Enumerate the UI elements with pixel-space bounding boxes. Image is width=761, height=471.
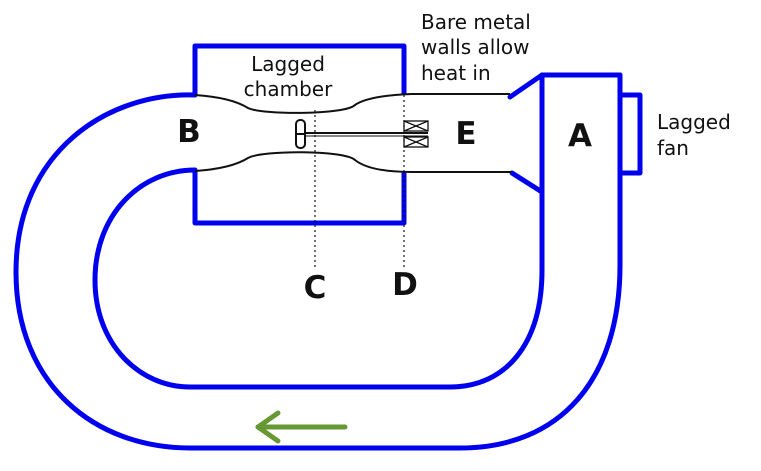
inner-return-duct [92, 72, 545, 390]
label-bare-walls-line1: Bare metal [421, 10, 531, 34]
flow-arrow-icon [255, 410, 348, 444]
lagged-fan-box [620, 92, 643, 176]
label-lagged-fan-line2: fan [657, 136, 689, 160]
mesh-screen-icon [403, 120, 429, 148]
label-e: E [455, 116, 476, 152]
outer-return-duct [13, 72, 623, 451]
fan-housing-top [507, 72, 623, 100]
label-bare-walls-line2: walls allow [421, 35, 529, 59]
label-a: A [568, 118, 592, 154]
label-lagged-fan-line1: Lagged [657, 110, 731, 134]
lagged-chamber-bottom [192, 170, 407, 226]
label-c: C [304, 270, 327, 306]
diffuser-lower-wall [509, 170, 545, 195]
label-b: B [177, 114, 201, 150]
label-d: D [392, 267, 418, 303]
lagged-chamber-top [192, 43, 407, 95]
label-lagged-chamber-line1: Lagged [251, 52, 325, 76]
contraction-upper-wall [194, 93, 510, 114]
contraction-lower-wall [194, 151, 512, 173]
label-lagged-chamber-line2: chamber [244, 77, 333, 101]
label-bare-walls-line3: heat in [421, 61, 491, 85]
